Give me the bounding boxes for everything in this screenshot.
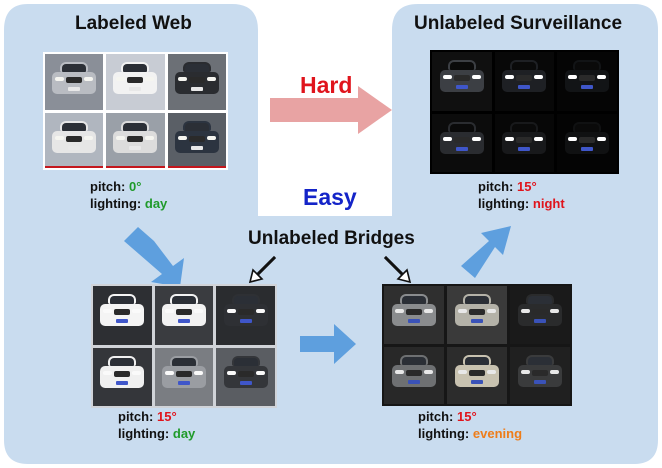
car-photo-tile (510, 286, 570, 344)
tile-bottom-stripe (45, 166, 104, 168)
car-photo-tile (45, 54, 104, 110)
car-photo-tile (216, 286, 275, 345)
lighting-label: lighting: (118, 426, 170, 441)
car-photo-tile (494, 113, 555, 172)
surveillance-image-grid (430, 50, 619, 174)
car-front-illustration (161, 294, 206, 334)
labeled-web-title: Labeled Web (75, 13, 192, 34)
car-photo-tile (167, 112, 226, 168)
pitch-value: 15° (457, 409, 477, 424)
hard-arrow (270, 86, 392, 134)
car-photo-tile (557, 52, 617, 111)
unlabeled-surveillance-title: Unlabeled Surveillance (414, 13, 623, 34)
car-photo-tile (384, 286, 444, 344)
car-front-illustration (455, 294, 499, 334)
car-photo-tile (106, 112, 165, 168)
car-front-illustration (174, 62, 219, 102)
hollow-arrow-left (248, 255, 277, 284)
car-front-illustration (174, 120, 219, 161)
labeled-web-image-grid (43, 52, 228, 170)
surveillance-attributes: pitch: 15° lighting: night (478, 178, 565, 212)
car-front-illustration (100, 294, 145, 334)
bridge-day-image-grid (91, 284, 277, 408)
car-front-illustration (502, 121, 547, 162)
car-front-illustration (502, 60, 547, 100)
car-front-illustration (113, 120, 158, 161)
car-front-illustration (565, 60, 610, 100)
car-photo-tile (216, 347, 275, 406)
car-front-illustration (392, 354, 436, 395)
car-front-illustration (52, 62, 97, 102)
car-front-illustration (565, 121, 610, 162)
tile-bottom-stripe (106, 166, 165, 168)
pitch-label: pitch: (478, 179, 514, 194)
car-front-illustration (392, 294, 436, 334)
pitch-label: pitch: (90, 179, 126, 194)
lighting-label: lighting: (90, 196, 142, 211)
unlabeled-bridges-title: Unlabeled Bridges (248, 228, 415, 249)
hollow-arrow-right (383, 255, 412, 284)
easy-label: Easy (303, 184, 357, 210)
car-photo-tile (93, 286, 152, 345)
car-photo-tile (45, 112, 104, 168)
pitch-value: 15° (517, 179, 537, 194)
lighting-label: lighting: (418, 426, 470, 441)
car-front-illustration (455, 354, 499, 395)
car-photo-tile (557, 113, 617, 172)
car-photo-tile (106, 54, 165, 110)
lighting-value: day (172, 426, 196, 441)
car-front-illustration (161, 355, 206, 396)
car-front-illustration (439, 121, 484, 162)
car-photo-tile (93, 347, 152, 406)
car-front-illustration (518, 354, 562, 395)
car-front-illustration (113, 62, 158, 102)
bridge-day-attributes: pitch: 15° lighting: day (118, 408, 195, 442)
car-photo-tile (432, 52, 492, 111)
car-front-illustration (223, 294, 268, 334)
hard-label: Hard (300, 72, 353, 98)
lighting-value: day (144, 196, 168, 211)
lighting-value: evening (472, 426, 523, 441)
car-photo-tile (494, 52, 555, 111)
car-front-illustration (439, 60, 484, 100)
bridge-evening-attributes: pitch: 15° lighting: evening (418, 408, 522, 442)
car-photo-tile (432, 113, 492, 172)
car-front-illustration (100, 355, 145, 396)
arrow-bridge-evening-to-surveillance (461, 226, 511, 278)
lighting-value: night (532, 196, 565, 211)
pitch-label: pitch: (418, 409, 454, 424)
car-photo-tile (167, 54, 226, 110)
pitch-value: 15° (157, 409, 177, 424)
arrow-bridge-day-to-evening (300, 324, 356, 364)
labeled-web-attributes: pitch: 0° lighting: day (90, 178, 167, 212)
bridge-evening-image-grid (382, 284, 572, 406)
lighting-label: lighting: (478, 196, 530, 211)
car-front-illustration (223, 355, 268, 396)
car-photo-tile (154, 347, 214, 406)
tile-bottom-stripe (167, 166, 226, 168)
car-front-illustration (518, 294, 562, 334)
car-photo-tile (447, 286, 507, 344)
car-photo-tile (447, 346, 507, 404)
pitch-label: pitch: (118, 409, 154, 424)
car-front-illustration (52, 120, 97, 161)
car-photo-tile (154, 286, 214, 345)
arrow-web-to-bridge-day (124, 227, 184, 287)
car-photo-tile (384, 346, 444, 404)
car-photo-tile (510, 346, 570, 404)
pitch-value: 0° (129, 179, 142, 194)
